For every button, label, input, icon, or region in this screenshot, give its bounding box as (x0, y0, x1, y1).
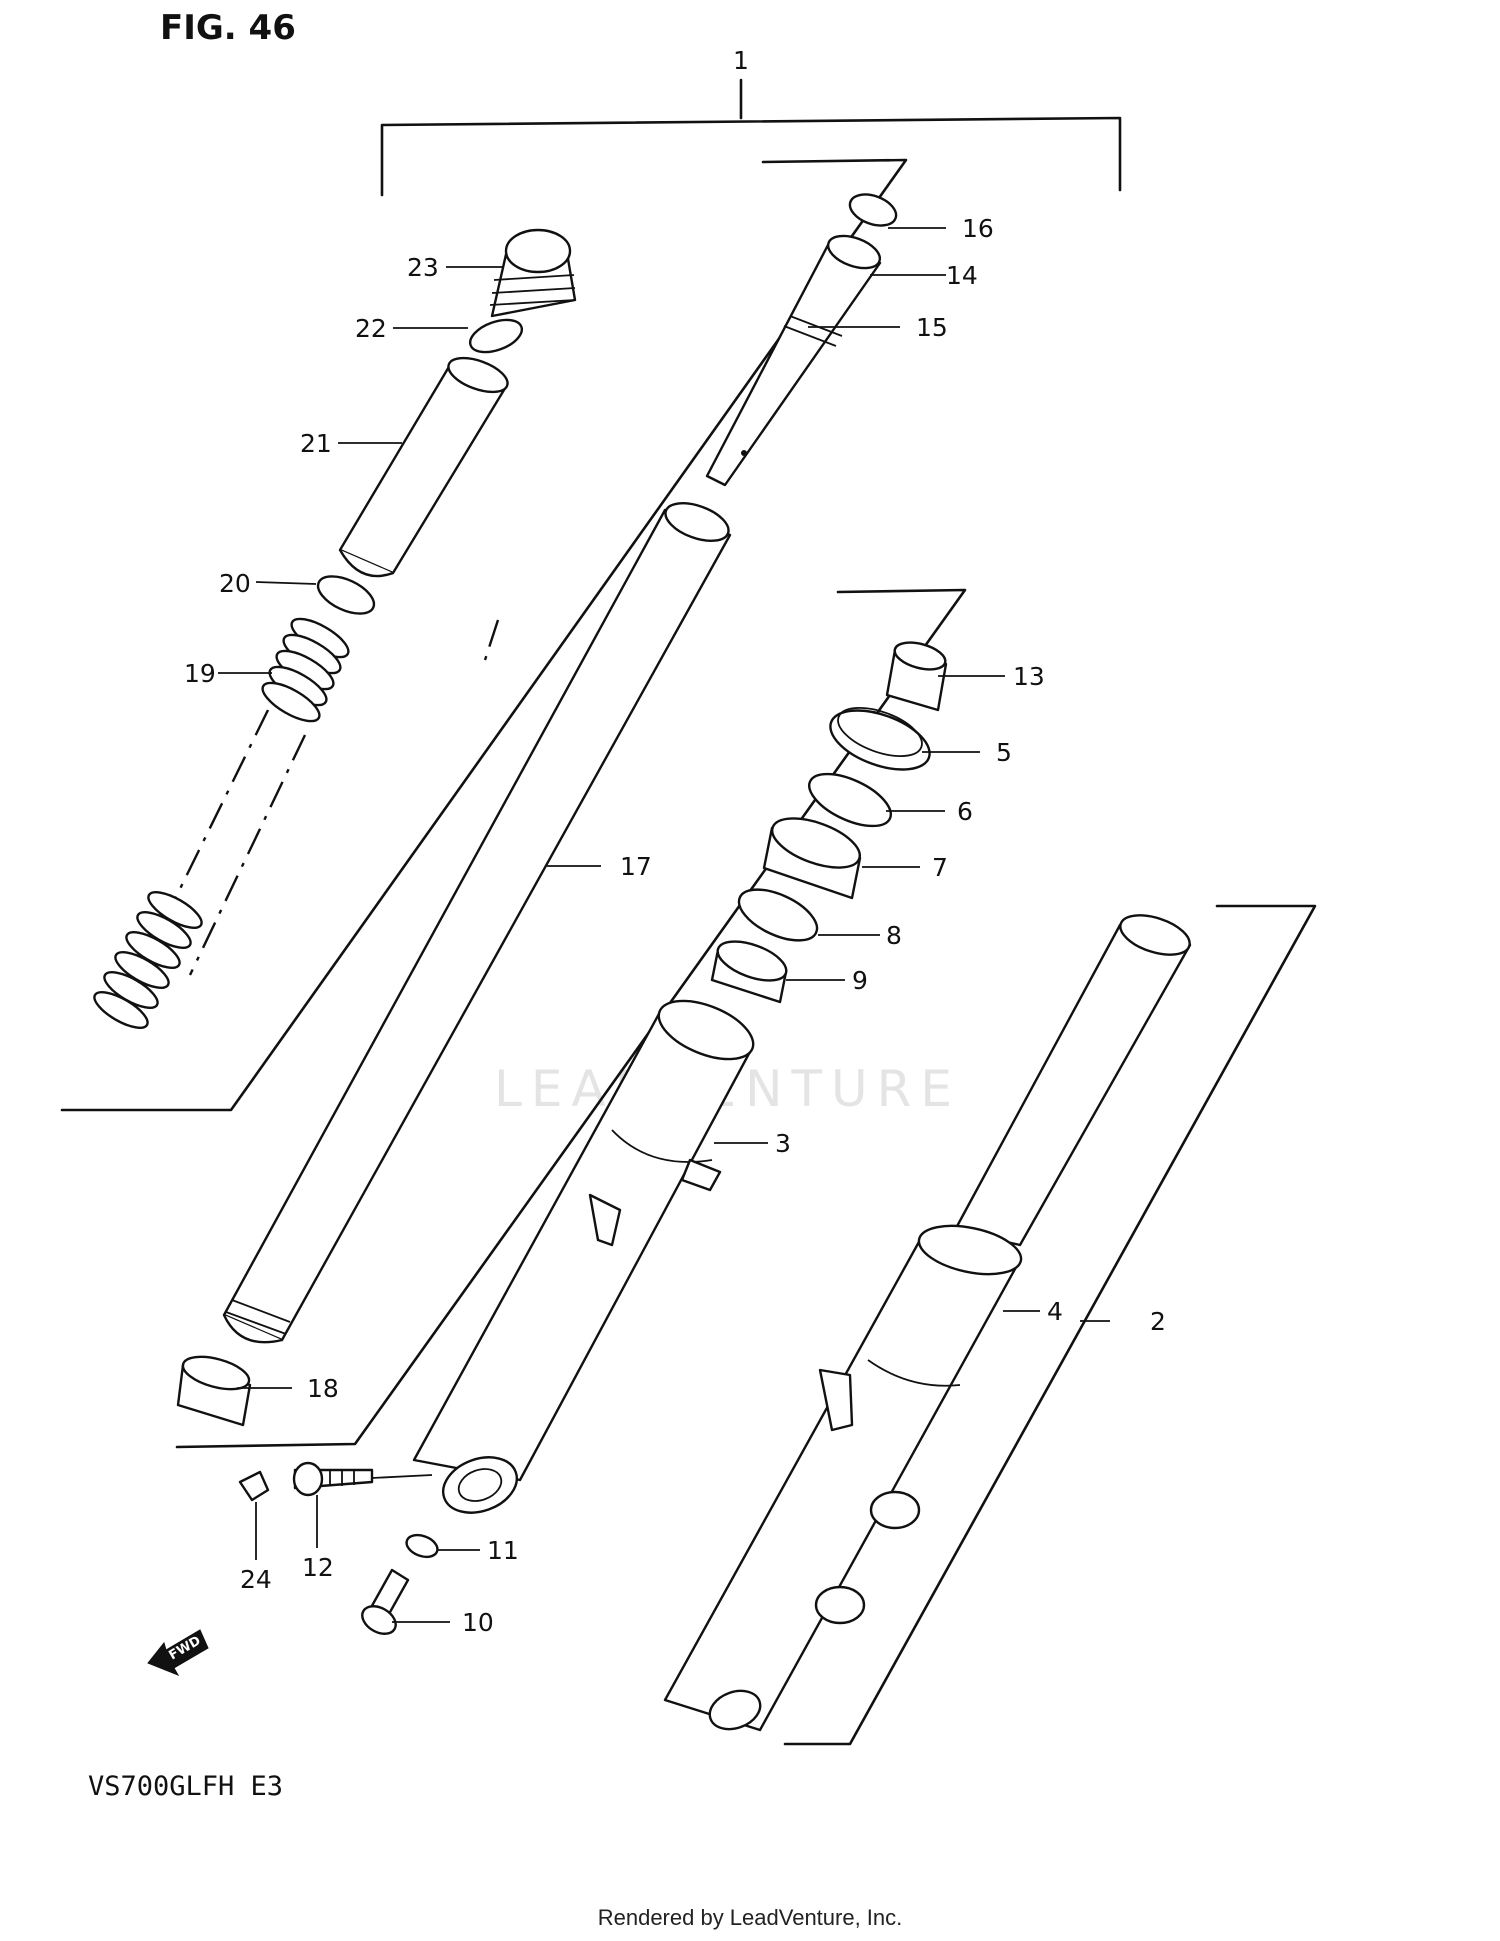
callout-5: 5 (996, 738, 1012, 767)
callout-9: 9 (852, 966, 868, 995)
part-9-guide-bushing (710, 940, 788, 1004)
callout-10: 10 (462, 1608, 494, 1637)
callout-18: 18 (307, 1374, 339, 1403)
part-4-inner-tube-left (953, 914, 1192, 1247)
part-18-slide-bushing (176, 1355, 252, 1427)
part-20-spring-seat (316, 575, 376, 615)
part-21-spacer-tube (338, 356, 509, 578)
callout-labels: 1 2 3 4 5 6 7 8 9 10 11 12 13 14 15 16 1… (184, 46, 1166, 1637)
part-3-outer-tube-right (412, 999, 755, 1514)
part-19-fork-spring (93, 617, 350, 1029)
part-16-piston-ring (848, 193, 898, 227)
callout-15: 15 (916, 313, 948, 342)
part-23-fork-cap-bolt (489, 228, 577, 318)
model-code: VS700GLFH E3 (88, 1771, 283, 1802)
part-22-o-ring (468, 318, 524, 354)
callout-13: 13 (1013, 662, 1045, 691)
part-11-gasket (405, 1533, 439, 1559)
figure-title: FIG. 46 (160, 8, 296, 48)
callout-11: 11 (487, 1536, 519, 1565)
callout-17: 17 (620, 852, 652, 881)
part-8-oil-seal-retainer (737, 888, 819, 942)
part-12-damper-rod-bolt (292, 1461, 374, 1497)
callout-24: 24 (240, 1565, 272, 1594)
callout-22: 22 (355, 314, 387, 343)
callout-16: 16 (962, 214, 994, 243)
callout-2: 2 (1150, 1307, 1166, 1336)
callout-12: 12 (302, 1553, 334, 1582)
callout-3: 3 (775, 1129, 791, 1158)
assembly-bracket (380, 78, 1122, 197)
callout-19: 19 (184, 659, 216, 688)
part-13-oil-lock-piece (885, 641, 948, 712)
callout-21: 21 (300, 429, 332, 458)
footer-credit: Rendered by LeadVenture, Inc. (597, 1905, 903, 1930)
callout-6: 6 (957, 797, 973, 826)
part-14-damper-rod (705, 234, 882, 487)
part-5-dust-seal (829, 707, 931, 771)
part-24-drain-screw-gasket (238, 1470, 270, 1502)
part-7-oil-seal (762, 817, 862, 900)
callout-1: 1 (733, 46, 749, 75)
leader-lines (218, 227, 1110, 1623)
callout-4: 4 (1047, 1297, 1063, 1326)
callout-14: 14 (946, 261, 978, 290)
callout-20: 20 (219, 569, 251, 598)
part-17-inner-tube (222, 501, 732, 1344)
part-6-oil-seal-stopper-ring (808, 772, 892, 828)
callout-7: 7 (932, 853, 948, 882)
callout-23: 23 (407, 253, 439, 282)
callout-8: 8 (886, 921, 902, 950)
part-10-axle-clamp-bolt (361, 1568, 410, 1635)
part-2-outer-tube-left (663, 1224, 1023, 1732)
forward-direction-arrow-icon: FWD (147, 1629, 209, 1676)
